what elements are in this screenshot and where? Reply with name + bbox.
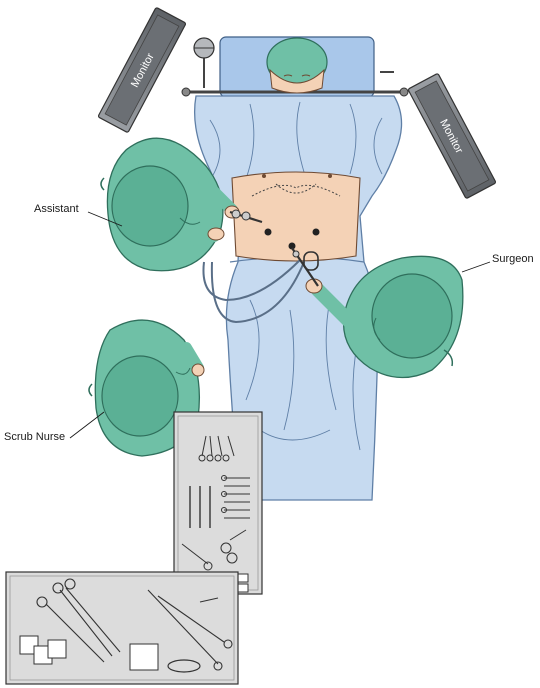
callout-assistant: Assistant [34, 203, 123, 227]
callout-scrub-nurse: Scrub Nurse [4, 411, 105, 443]
surgeon-laparoscopic-instrument [291, 247, 319, 287]
port-site [288, 242, 296, 250]
left-monitor: Monitor [97, 7, 187, 133]
assistant-figure [100, 137, 240, 272]
patient-abdomen [231, 171, 361, 262]
patient-head [266, 37, 328, 94]
surgeon-figure [305, 255, 464, 379]
back-table [5, 571, 239, 685]
right-monitor: Monitor [407, 73, 497, 199]
port-site [312, 228, 320, 236]
surgeon-label: Surgeon [492, 253, 534, 265]
assistant-laparoscopic-instrument [229, 209, 263, 224]
scrub-nurse-figure [88, 319, 229, 457]
assistant-label: Assistant [34, 203, 79, 215]
scrub-nurse-label: Scrub Nurse [4, 431, 65, 443]
callout-surgeon: Surgeon [461, 253, 534, 273]
mayo-stand [173, 411, 263, 595]
port-site [264, 228, 272, 236]
instrument-cables [202, 259, 305, 324]
